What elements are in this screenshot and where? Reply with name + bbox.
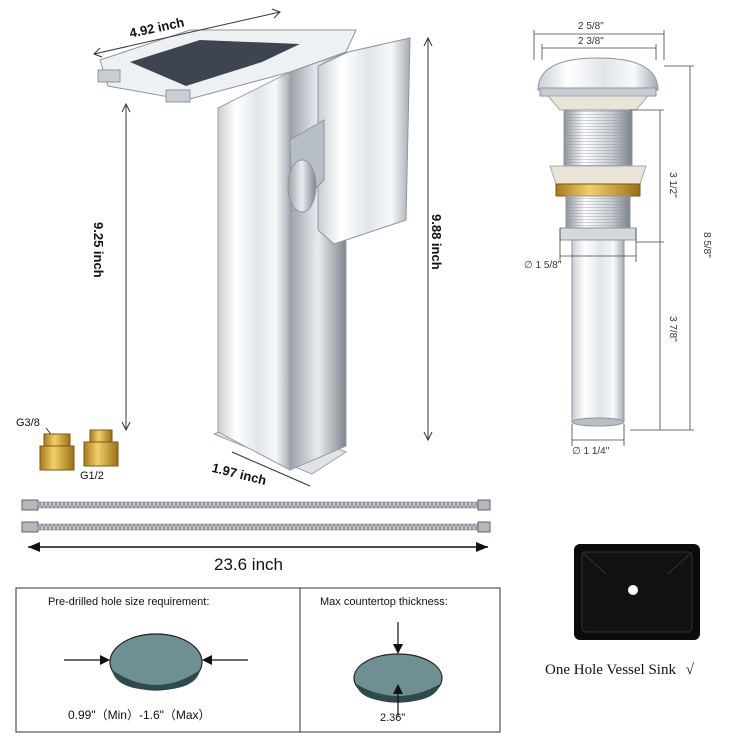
pop-up-drain (537, 57, 659, 427)
adapter-g38-nut (39, 445, 75, 471)
vessel-sink-icon (574, 544, 700, 640)
waterfall-opening (130, 40, 300, 86)
faucet-total-height-label: 9.88 inch (429, 214, 444, 270)
check-icon: √ (685, 662, 694, 678)
drain-gasket-top (546, 95, 650, 111)
sink-caption: One Hole Vessel Sink √ (545, 662, 694, 679)
drain-cap (537, 57, 659, 91)
adapter-g38-top (43, 433, 71, 447)
hose-1-left-fitting (21, 499, 39, 511)
thickness-value: 2.36" (380, 712, 406, 724)
drain-tail-diameter-label: ∅ 1 1/4" (572, 446, 610, 457)
drain-thread-diameter-label: ∅ 1 5/8" (524, 260, 562, 271)
hose-2-left-fitting (21, 521, 39, 533)
drain-top-inner-label: 2 3/8" (578, 36, 604, 47)
hole-size-diagram (64, 633, 248, 691)
drain-tailpiece (571, 239, 625, 423)
adapter-g38-label: G3/8 (16, 417, 40, 429)
drain-collar (559, 227, 637, 241)
drain-top-outer-label: 2 5/8" (578, 21, 604, 32)
hole-size-range: 0.99"（Min）-1.6"（Max） (68, 708, 211, 722)
hose-1-right-fitting (477, 499, 491, 511)
faucet-spout-height-label: 9.25 inch (91, 222, 106, 278)
hose-1 (37, 501, 479, 509)
drain-tail-length-label: 3 7/8" (667, 316, 678, 342)
requirements-box (15, 587, 501, 733)
drain-total-length-label: 8 5/8" (701, 232, 712, 258)
sink-caption-text: One Hole Vessel Sink (545, 662, 676, 678)
faucet-handle[interactable] (317, 37, 411, 245)
adapter-g12-top (89, 429, 113, 443)
adapter-g12-label: G1/2 (80, 470, 104, 482)
hose-length-label: 23.6 inch (214, 555, 283, 574)
faucet-body-front (217, 71, 291, 471)
hose-2-right-fitting (477, 521, 491, 533)
hose-2 (37, 523, 479, 531)
drain-gasket-bottom (549, 165, 647, 185)
drain-brass-nut (555, 183, 641, 197)
sink-drain-hole-icon (628, 585, 638, 595)
drain-thread-length-label: 3 1/2" (667, 172, 678, 198)
thickness-title: Max countertop thickness: (320, 596, 448, 608)
braided-hoses (21, 499, 491, 552)
thread-adapters (39, 427, 119, 471)
drain-flange (539, 87, 657, 97)
drain-dimension-lines (533, 30, 694, 446)
faucet-dimension-lines (93, 8, 433, 487)
adapter-g12-nut (83, 441, 119, 467)
spout-edge-right (165, 89, 191, 103)
faucet-illustration (97, 29, 411, 475)
handle-cartridge (287, 159, 317, 213)
thickness-diagram (353, 622, 443, 716)
hole-size-title: Pre-drilled hole size requirement: (48, 596, 210, 608)
spout-edge-left (97, 69, 121, 83)
